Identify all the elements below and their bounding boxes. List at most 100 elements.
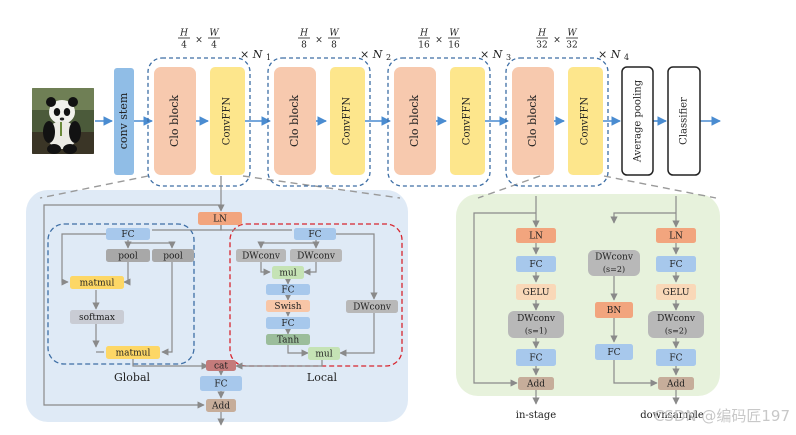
local-mul-2-label: mul — [315, 350, 332, 360]
clo-cat-label: cat — [214, 362, 228, 372]
watermark: CSDN @编码匠197 — [654, 407, 790, 425]
ffn-ds-dwconv-label: DWconv — [595, 253, 634, 263]
resolution-h-den: 8 — [301, 41, 307, 51]
local-fc-label: FC — [308, 230, 321, 240]
resolution-h-den: 32 — [536, 41, 547, 51]
local-tanh: Tanh — [266, 334, 310, 346]
convffn-block-2 — [330, 67, 365, 175]
stage-repeat: × N — [480, 48, 503, 61]
resolution-times: × — [315, 36, 323, 46]
resolution-h-num: H — [419, 29, 428, 39]
resolution-w-num: W — [329, 29, 339, 39]
clo-block-3 — [394, 67, 436, 175]
convffn-block-1 — [210, 67, 245, 175]
global-pool-1: pool — [106, 249, 150, 262]
global-fc-label: FC — [121, 230, 134, 240]
local-mul-2: mul — [308, 347, 340, 360]
stage-3-border — [387, 57, 491, 187]
local-dwconv-2-label: DWconv — [297, 252, 336, 262]
local-tanh-label: Tanh — [277, 336, 299, 346]
global-matmul-1: matmul — [70, 276, 124, 289]
ffn-in-add: Add — [518, 377, 554, 390]
ffn-ds-fc-2-label: FC — [669, 354, 682, 364]
convffn-label: ConvFFN — [222, 97, 233, 146]
clo-cat: cat — [206, 360, 236, 372]
ffn-in-dwconv-stride: (s=1) — [525, 327, 547, 336]
resolution-w-den: 8 — [331, 41, 337, 51]
global-branch-border — [47, 223, 195, 365]
resolution-w-num: W — [449, 29, 459, 39]
ffn-ds-ln: LN — [656, 228, 696, 243]
global-matmul-2: matmul — [106, 346, 160, 359]
global-matmul-2-label: matmul — [116, 349, 151, 359]
clo-fc-label: FC — [214, 380, 227, 390]
conv-stem-block — [114, 68, 134, 175]
ffn-ds-dwconv-2-label: DWconv — [657, 314, 696, 324]
global-caption: Global — [114, 371, 151, 384]
conv-stem-label: conv stem — [117, 92, 130, 149]
resolution-h-num: H — [537, 29, 546, 39]
local-mul-1: mul — [272, 266, 304, 279]
clo-block-2 — [274, 67, 316, 175]
convffn-block-4 — [568, 67, 603, 175]
local-fc-2-label: FC — [281, 286, 294, 296]
local-caption: Local — [307, 371, 338, 384]
ffn-in-fc-1: FC — [516, 256, 556, 272]
clo-add: Add — [206, 399, 236, 412]
downsample-caption: downsample — [640, 410, 704, 421]
ffn-ds-fc-label: FC — [607, 348, 620, 358]
resolution-times: × — [195, 36, 203, 46]
stage-repeat: × N — [240, 48, 263, 61]
global-pool-2-label: pool — [163, 252, 183, 262]
panda-input-image — [32, 88, 94, 154]
classifier-block — [667, 66, 701, 176]
resolution-times: × — [553, 36, 561, 46]
ffn-ds-dwconv-2-stride: (s=2) — [665, 327, 687, 336]
ffn-ds-gelu: GELU — [656, 284, 696, 300]
stage-1-border — [147, 57, 251, 187]
convffn-label: ConvFFN — [462, 97, 473, 146]
local-dwconv-1: DWconv — [236, 249, 286, 262]
convffn-block-3 — [450, 67, 485, 175]
ffn-in-ln: LN — [516, 228, 556, 243]
ffn-in-gelu: GELU — [516, 284, 556, 300]
local-swish: Swish — [266, 300, 310, 312]
resolution-h-num: H — [299, 29, 308, 39]
global-softmax: softmax — [70, 310, 124, 324]
convffn-detail — [473, 196, 680, 405]
stage-4-border — [505, 57, 609, 187]
global-matmul-1-label: matmul — [80, 279, 115, 289]
ffn-ds-fc-2: FC — [656, 349, 696, 366]
global-pool-1-label: pool — [118, 252, 138, 262]
clo-add-label: Add — [211, 402, 230, 412]
clo-block-label: Clo block — [288, 95, 301, 147]
ffn-in-ln-label: LN — [529, 232, 543, 242]
ffn-ds-add: Add — [658, 377, 694, 390]
in-stage-caption: in-stage — [516, 410, 557, 421]
local-swish-label: Swish — [274, 302, 301, 312]
stage-2-border — [267, 57, 371, 187]
local-dwconv-1-label: DWconv — [242, 252, 281, 262]
ffn-ds-bn: BN — [595, 302, 633, 318]
resolution-w-den: 16 — [448, 41, 460, 51]
clo-block-4 — [512, 67, 554, 175]
average-pooling-label: Average pooling — [633, 79, 644, 163]
resolution-times: × — [435, 36, 443, 46]
local-fc: FC — [294, 228, 336, 240]
local-fc-3: FC — [266, 317, 310, 329]
resolution-w-num: W — [567, 29, 577, 39]
ffn-ds-dwconv-2: DWconv (s=2) — [648, 311, 704, 338]
ffn-ds-bn-label: BN — [607, 306, 622, 316]
local-dwconv-2: DWconv — [290, 249, 342, 262]
zoom-lines — [39, 175, 717, 199]
local-dwconv-3: DWconv — [346, 300, 398, 313]
stage-repeat: × N — [360, 48, 383, 61]
stage-repeat-sub: 3 — [506, 53, 511, 62]
stage-repeat-sub: 2 — [386, 53, 391, 62]
ffn-in-fc-1-label: FC — [529, 260, 542, 270]
resolution-w-num: W — [209, 29, 219, 39]
